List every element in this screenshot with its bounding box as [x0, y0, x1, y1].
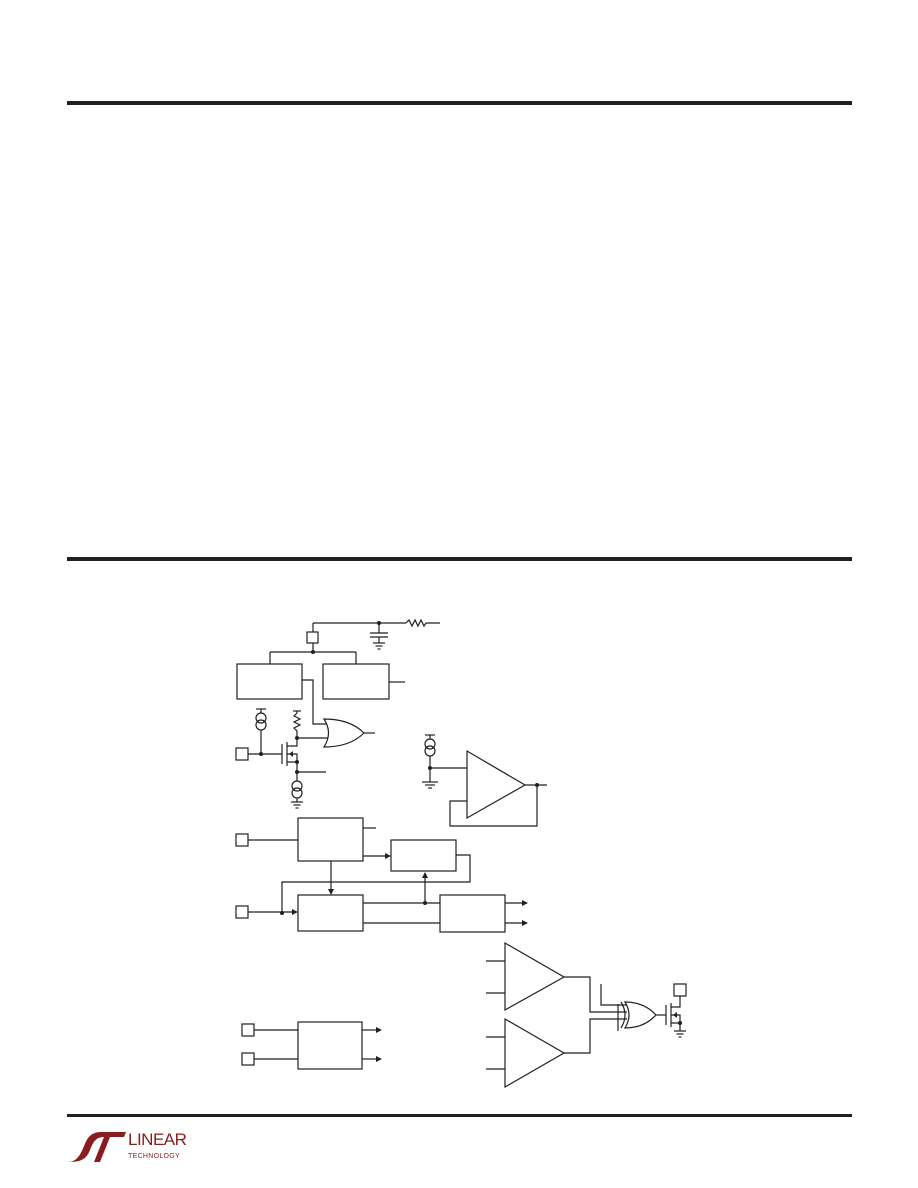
supply-network: [269, 618, 440, 664]
block-middle-c: [297, 894, 364, 932]
pin-icon: [241, 1052, 255, 1066]
brand-subtitle: TECHNOLOGY: [128, 1153, 181, 1160]
current-source-icon: [291, 772, 303, 802]
ground-icon: [291, 801, 303, 809]
pin-icon: [673, 983, 687, 997]
pin-icon: [306, 631, 319, 644]
block-middle-b: [390, 839, 457, 872]
pin-icon: [235, 905, 249, 919]
block-middle-a: [297, 817, 364, 862]
block-diagram: [235, 618, 687, 1089]
comparator-icon: [504, 1017, 566, 1089]
section-rule-top: [67, 101, 852, 105]
or-gate-icon: [322, 718, 365, 748]
capacitor-icon: [370, 623, 388, 643]
footer-rule: [67, 1114, 852, 1117]
pin-icon: [235, 833, 249, 847]
section-rule-middle: [67, 557, 852, 561]
ground-icon: [373, 642, 385, 650]
comparator-icon: [466, 749, 527, 820]
block-middle-d: [439, 894, 506, 933]
current-source-icon: [255, 708, 267, 754]
block-right-upper: [322, 663, 390, 700]
mosfet-icon: [665, 996, 681, 1031]
pin-icon: [235, 747, 249, 761]
mosfet-icon: [281, 738, 298, 772]
resistor-icon: [292, 711, 302, 738]
block-left-upper: [236, 663, 303, 700]
comparator-icon: [504, 941, 566, 1012]
resistor-icon: [405, 618, 440, 628]
brand-name: LINEAR: [128, 1130, 187, 1149]
current-source-icon: [424, 734, 436, 782]
block-lower: [297, 1021, 363, 1070]
ground-icon: [422, 781, 438, 789]
ground-icon: [674, 1030, 686, 1038]
lt-logo-icon: [68, 1132, 126, 1162]
pin-icon: [241, 1023, 255, 1037]
xor-gate-icon: [620, 1001, 657, 1029]
